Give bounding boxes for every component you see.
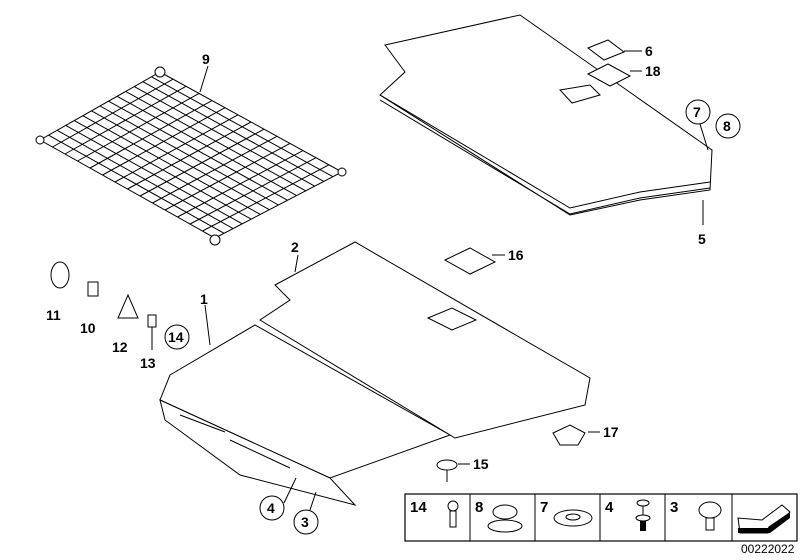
part-12[interactable] — [117, 293, 139, 319]
grommet-icon — [487, 504, 523, 533]
arrow-direction-icon — [737, 504, 791, 534]
net-strand — [91, 110, 270, 211]
legend-cell-8: 8 — [475, 499, 483, 516]
callout-circle-3 — [293, 509, 319, 535]
legend-cell-7: 7 — [540, 499, 548, 516]
trunk-floor-part-1[interactable] — [159, 324, 452, 506]
legend-cell-4: 4 — [605, 499, 614, 516]
callout-16: 16 — [508, 247, 524, 263]
net-strand — [65, 124, 243, 225]
legend-cell-3: 3 — [670, 499, 678, 516]
callout-2: 2 — [291, 239, 299, 255]
net-strand — [164, 142, 291, 211]
clip-icon — [553, 509, 593, 527]
net-strand — [74, 120, 252, 220]
callout-15: 15 — [473, 456, 489, 472]
callout-1: 1 — [200, 291, 208, 307]
callout-18: 18 — [645, 63, 661, 79]
clip-part-16[interactable] — [443, 247, 497, 275]
net-strand — [139, 128, 265, 197]
cargo-net-part-9[interactable] — [35, 66, 347, 246]
callout-9: 9 — [202, 51, 210, 67]
callout-8: 8 — [723, 118, 731, 134]
callout-4: 4 — [267, 500, 275, 516]
callout-3: 3 — [301, 514, 309, 530]
part-10[interactable] — [87, 281, 99, 297]
callout-5: 5 — [698, 231, 706, 247]
callout-6: 6 — [645, 43, 653, 59]
callout-circle-4 — [259, 495, 285, 521]
callout-circle-8 — [715, 113, 741, 139]
clip-part-6[interactable] — [586, 39, 626, 61]
part-15[interactable] — [436, 459, 458, 482]
screw-icon — [447, 500, 459, 528]
callout-17: 17 — [603, 424, 619, 440]
callout-12: 12 — [112, 339, 128, 355]
push-rivet-icon — [635, 499, 651, 531]
clip-part-18[interactable] — [586, 63, 632, 87]
round-head-screw-icon — [698, 501, 722, 531]
net-strand — [48, 134, 225, 234]
luggage-cover-part-5[interactable] — [379, 14, 713, 216]
callout-7: 7 — [693, 104, 701, 120]
callout-14: 14 — [168, 329, 184, 345]
legend-cell-14: 14 — [410, 499, 427, 516]
net-strand — [82, 115, 261, 215]
callout-11: 11 — [46, 307, 61, 323]
callout-13: 13 — [140, 355, 156, 371]
net-strand — [56, 129, 234, 230]
callout-circle-14 — [164, 324, 190, 350]
callout-circle-7 — [685, 99, 711, 125]
part-13[interactable] — [147, 314, 157, 328]
diagram-code: 00222022 — [741, 542, 795, 556]
net-strand — [99, 105, 279, 206]
part-11[interactable] — [50, 261, 70, 289]
net-strand — [177, 150, 304, 218]
net-strand — [202, 164, 330, 232]
part-17[interactable] — [552, 424, 586, 446]
callout-10: 10 — [80, 320, 96, 336]
net-strand — [152, 135, 278, 204]
fastener-legend-strip: 14 8 7 4 3 — [404, 493, 798, 542]
floor-panel-part-2[interactable] — [259, 241, 591, 439]
net-strand — [189, 157, 317, 225]
